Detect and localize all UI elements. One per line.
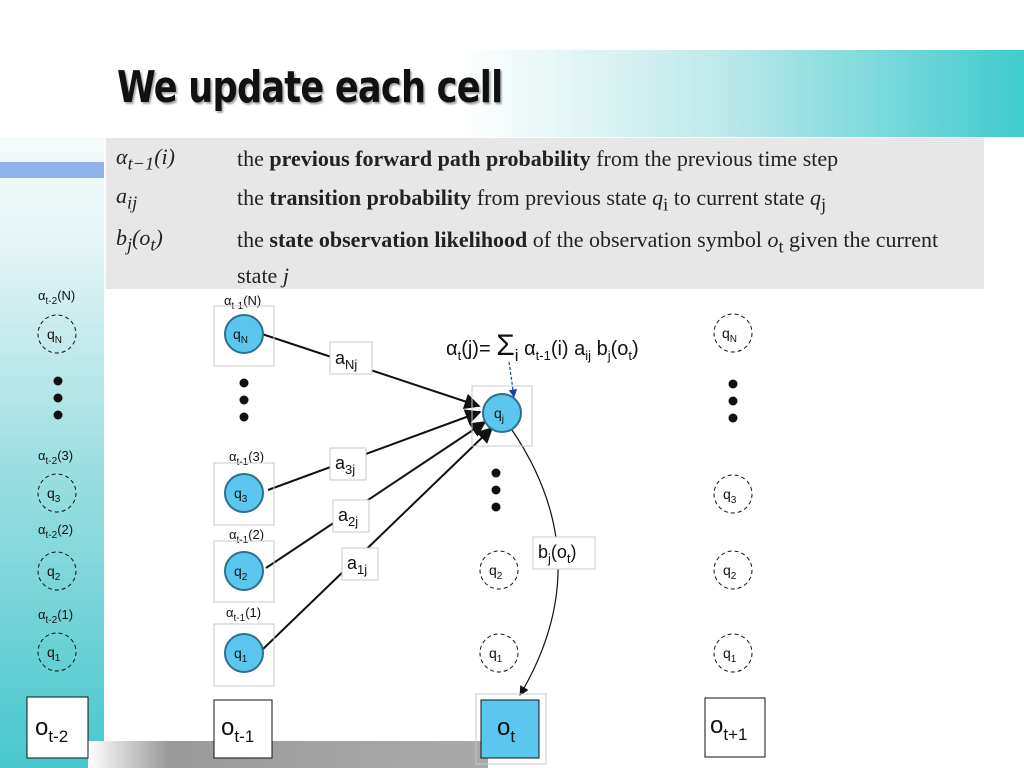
state-node-qN — [224, 314, 264, 354]
ellipsis-dot — [491, 485, 501, 495]
ellipsis-dot — [728, 379, 738, 389]
alpha-label: αt-1(3) — [229, 449, 264, 468]
cell-box — [471, 385, 533, 447]
ellipsis-dot — [491, 468, 501, 478]
state-node-q2 — [37, 551, 77, 591]
state-node-q1 — [37, 632, 77, 672]
ellipsis-dot — [728, 413, 738, 423]
observation-label: ot+1 — [710, 712, 747, 744]
state-node-q3 — [224, 473, 264, 513]
column-t-minus-2: αt-2(N) qN αt-2(3) q3 αt-2(2) q2 αt-2(1)… — [26, 288, 89, 759]
definition-symbol: aij — [116, 183, 138, 213]
transition-label-aNj: aNj — [335, 348, 357, 372]
state-label: q2 — [234, 563, 248, 583]
ellipsis-dot — [53, 393, 63, 403]
state-label: q3 — [234, 485, 248, 505]
definition-text: the state observation likelihood of the … — [237, 227, 939, 289]
state-node-q1 — [713, 633, 753, 673]
state-label: q1 — [489, 645, 503, 665]
column-t-plus-1: qN q3 q2 q1 ot+1 — [704, 313, 766, 758]
state-label: qj — [494, 405, 504, 425]
cell-box — [213, 305, 275, 367]
transition-label-box — [329, 341, 373, 375]
arrow-q2-to-qj — [265, 421, 487, 569]
state-label: q2 — [489, 562, 503, 582]
slide-title: We update each cell — [117, 62, 503, 113]
definition-text: the transition probability from previous… — [237, 185, 827, 215]
observation-label: ot — [497, 714, 515, 746]
alpha-label: αt-2(1) — [38, 607, 73, 626]
alpha-label: αt-1(N) — [224, 293, 261, 312]
ellipsis-dot — [491, 502, 501, 512]
state-node-q1 — [479, 633, 519, 673]
state-label: q1 — [47, 644, 61, 664]
observation-frame — [475, 693, 547, 765]
ellipsis-dot — [53, 376, 63, 386]
definitions-box: αt−1(i) the previous forward path probab… — [106, 138, 984, 289]
emission-label: bj(ot) — [538, 542, 577, 566]
ellipsis-dot — [53, 410, 63, 420]
ellipsis-dot — [239, 412, 249, 422]
arrow-q1-to-qj — [261, 426, 494, 651]
ellipsis-dot — [728, 396, 738, 406]
observation-label: ot-1 — [221, 714, 254, 746]
observation-box-t-minus-2 — [26, 696, 89, 759]
transition-label-box — [329, 447, 367, 481]
ellipsis-dot — [239, 378, 249, 388]
state-node-q1 — [224, 633, 264, 673]
bottom-gradient-bar — [88, 741, 488, 768]
state-label: q3 — [723, 486, 737, 506]
state-label: qN — [722, 325, 737, 345]
forward-formula: αt(j)= Σi αt-1(i) aij bj(ot) — [446, 329, 639, 365]
transition-label-a3j: a3j — [335, 453, 355, 477]
alpha-label: αt-2(N) — [38, 288, 75, 307]
alpha-label: αt-1(1) — [226, 605, 261, 624]
definition-symbol: bj(ot) — [116, 225, 163, 255]
transition-label-box — [341, 547, 379, 581]
state-node-q2 — [713, 550, 753, 590]
state-label: qN — [47, 326, 62, 346]
state-node-q2 — [224, 551, 264, 591]
alpha-label: αt-2(3) — [38, 448, 73, 467]
observation-box-t-plus-1 — [704, 697, 766, 758]
transition-label-a1j: a1j — [347, 553, 367, 577]
state-node-qN — [37, 314, 77, 354]
state-label: q2 — [47, 563, 61, 583]
definition-symbol: αt−1(i) — [116, 144, 175, 174]
state-node-q3 — [37, 473, 77, 513]
state-node-qN — [713, 313, 753, 353]
cell-box — [213, 623, 275, 687]
state-label: q1 — [234, 645, 248, 665]
emission-label-box — [532, 536, 596, 570]
state-label: q3 — [47, 485, 61, 505]
state-node-q2 — [479, 550, 519, 590]
cell-box — [213, 462, 275, 526]
definition-text: the previous forward path probability fr… — [237, 146, 839, 171]
transition-label-a2j: a2j — [338, 505, 358, 529]
accent-bar — [0, 162, 104, 178]
column-t: qj q2 q1 ot — [471, 385, 547, 765]
observation-label: ot-2 — [35, 714, 68, 746]
state-node-q3 — [713, 474, 753, 514]
ellipsis-dot — [239, 395, 249, 405]
cell-box — [213, 540, 275, 603]
state-node-qj — [482, 393, 522, 433]
transition-label-box — [332, 499, 370, 533]
column-t-minus-1: αt-1(N) qN αt-1(3) q3 αt-1(2) q2 αt-1(1)… — [213, 293, 275, 759]
arrow-q3-to-qj — [267, 409, 482, 491]
formula-pointer-arrow — [508, 361, 518, 398]
state-label: q2 — [723, 562, 737, 582]
alpha-label: αt-2(2) — [38, 522, 73, 541]
alpha-label: αt-1(2) — [229, 527, 264, 546]
state-label: q1 — [723, 645, 737, 665]
observation-box-t — [480, 699, 540, 759]
background-title-gradient — [0, 50, 1024, 137]
observation-box-t-minus-1 — [213, 699, 273, 759]
state-label: qN — [233, 326, 248, 346]
